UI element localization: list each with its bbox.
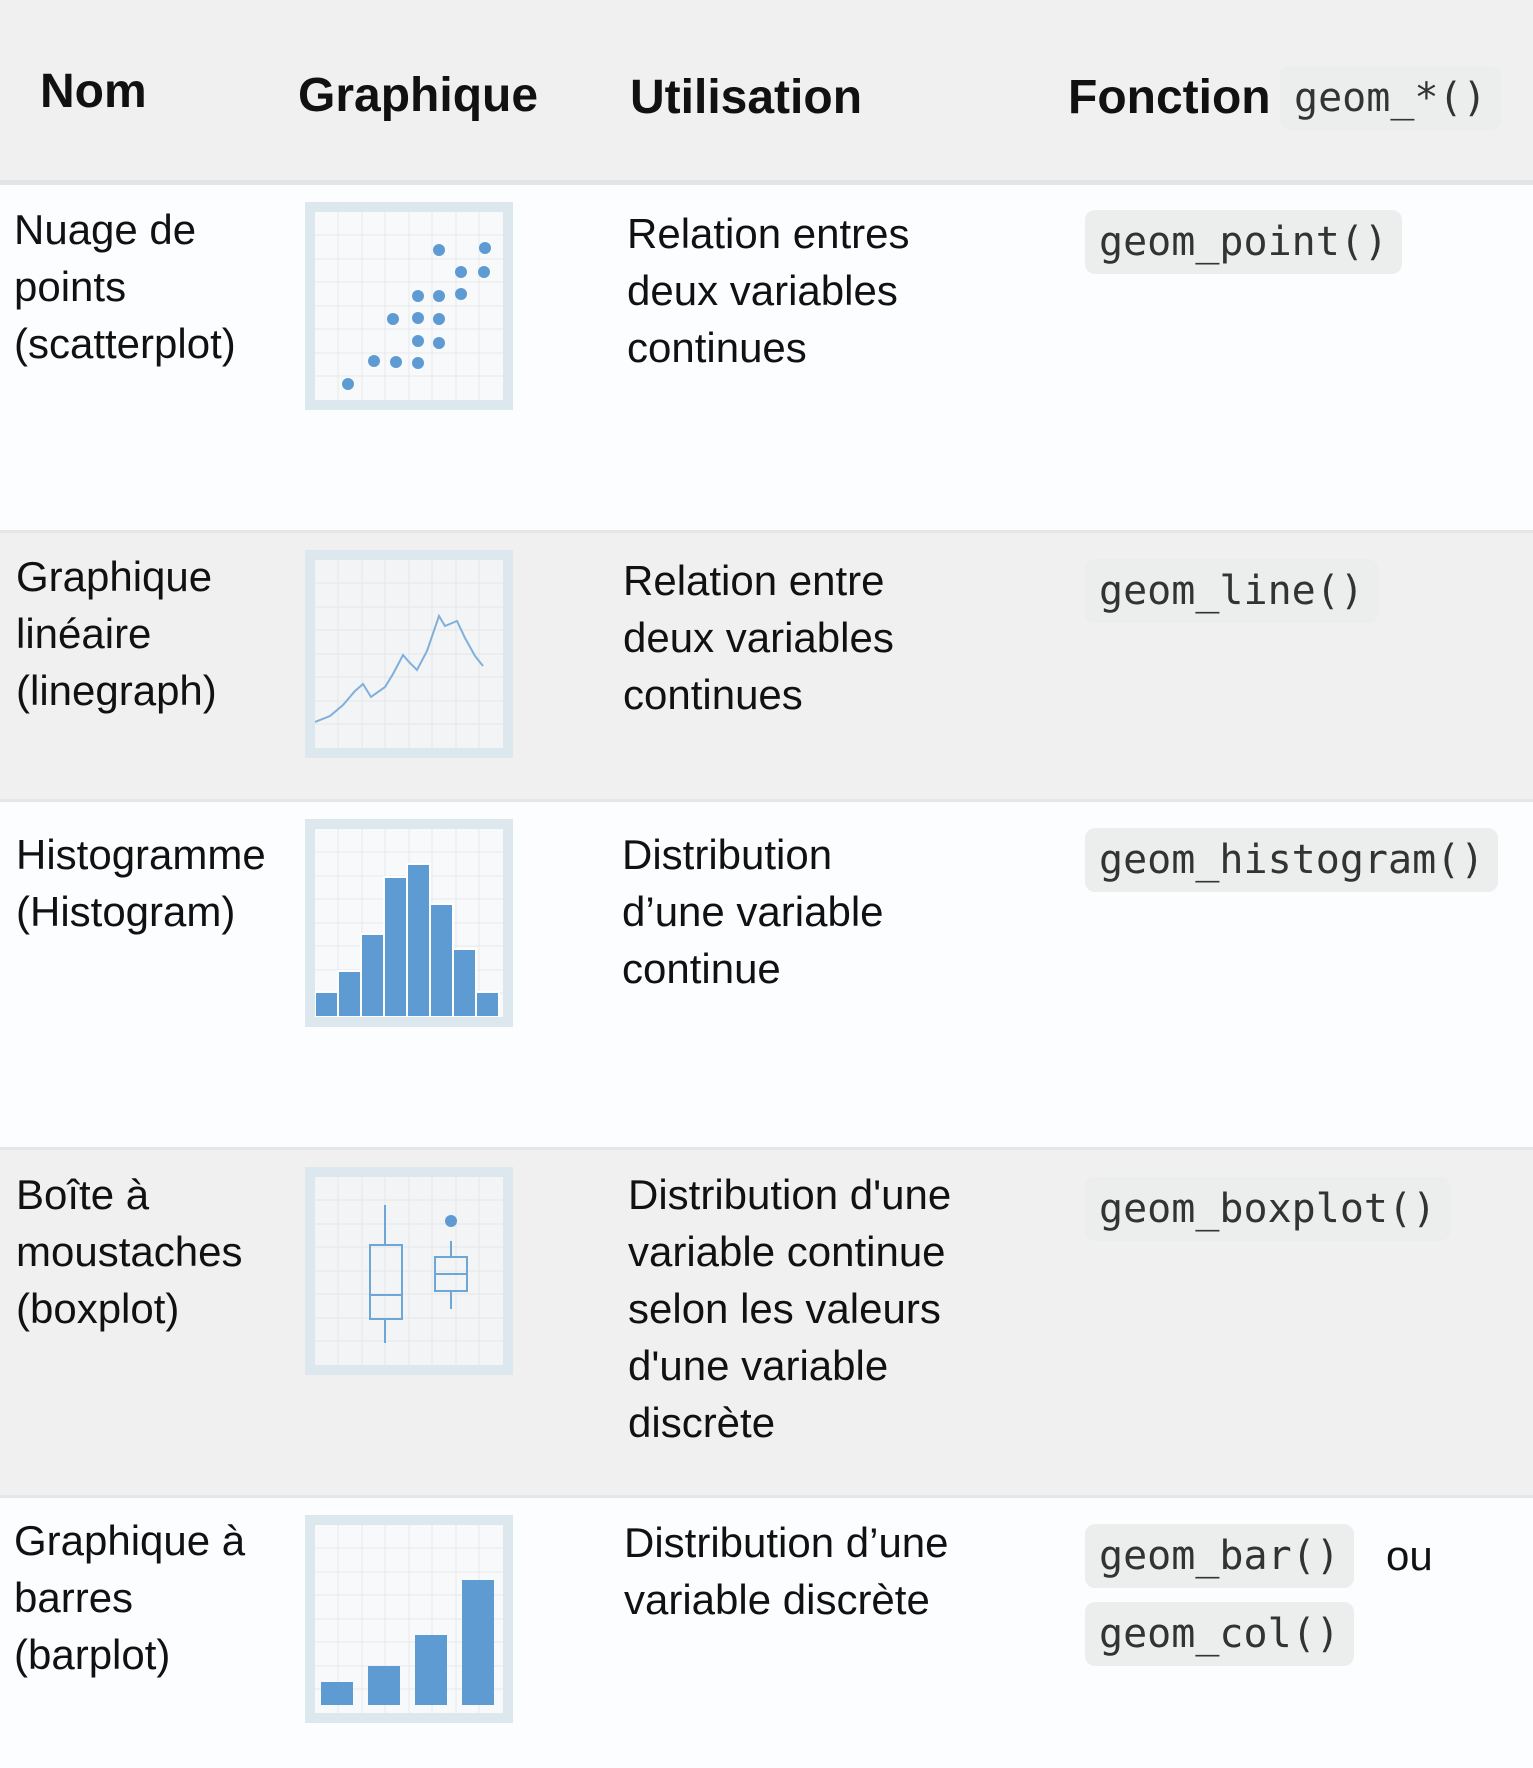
row-usage-line: variable discrète <box>624 1576 930 1623</box>
row-name: Boîte à moustaches (boxplot) <box>16 1166 242 1337</box>
row-usage-line: deux variables <box>627 267 898 314</box>
row-name-line: Boîte à <box>16 1171 150 1218</box>
row-name-line: (barplot) <box>14 1631 171 1678</box>
row-name: Histogramme (Histogram) <box>16 826 266 940</box>
row-name-line: Graphique à <box>14 1517 246 1564</box>
row-name-line: (boxplot) <box>16 1285 180 1332</box>
row-usage: Relation entres deux variables continues <box>627 205 910 376</box>
table-row-barplot: Graphique à barres (barplot) Distributio… <box>0 1498 1533 1768</box>
row-usage-line: continues <box>623 671 803 718</box>
table-row-histogram: Histogramme (Histogram) Distribution d’u… <box>0 802 1533 1150</box>
row-usage: Distribution d’une variable discrète <box>624 1514 949 1628</box>
table-header: Nom Graphique Utilisation Fonction geom_… <box>0 0 1533 185</box>
row-usage-line: d’une variable <box>622 888 884 935</box>
row-usage-line: discrète <box>628 1399 776 1446</box>
header-function-code: geom_*() <box>1280 66 1501 130</box>
row-name-line: (Histogram) <box>16 888 236 935</box>
row-name-line: points <box>14 263 127 310</box>
table-row-boxplot: Boîte à moustaches (boxplot) Distr <box>0 1150 1533 1498</box>
row-name-line: barres <box>14 1574 134 1621</box>
boxplot-icon <box>305 1167 513 1375</box>
row-name: Graphique à barres (barplot) <box>14 1512 245 1683</box>
row-usage: Distribution d’une variable continue <box>622 826 884 997</box>
scatterplot-icon <box>305 202 513 410</box>
row-name: Graphique linéaire (linegraph) <box>16 548 217 719</box>
row-usage-line: continues <box>627 324 807 371</box>
or-connector: ou <box>1386 1532 1433 1579</box>
row-usage-line: Relation entres <box>627 210 910 257</box>
row-name: Nuage de points (scatterplot) <box>14 201 236 372</box>
table-row-linegraph: Graphique linéaire (linegraph) Relation … <box>0 533 1533 802</box>
line-chart-icon <box>305 550 513 758</box>
row-name-line: Graphique <box>16 553 213 600</box>
row-usage-line: Relation entre <box>623 557 885 604</box>
header-function: Fonction <box>1068 71 1271 124</box>
row-name-line: Histogramme <box>16 831 266 878</box>
row-usage-line: Distribution d'une <box>628 1171 952 1218</box>
barplot-icon <box>305 1515 513 1723</box>
header-graph: Graphique <box>298 69 539 122</box>
header-usage: Utilisation <box>630 71 863 124</box>
row-name-line: Nuage de <box>14 206 197 253</box>
row-usage: Relation entre deux variables continues <box>623 552 894 723</box>
table-row-scatterplot: Nuage de points (scatterplot) Relation e… <box>0 185 1533 533</box>
row-usage: Distribution d'une variable continue sel… <box>628 1166 951 1451</box>
row-usage-line: variable continue <box>628 1228 946 1275</box>
histogram-icon <box>305 819 513 1027</box>
function-code: geom_line() <box>1085 559 1378 623</box>
header-name: Nom <box>40 65 147 118</box>
row-usage-line: d'une variable <box>628 1342 889 1389</box>
row-usage-line: selon les valeurs <box>628 1285 941 1332</box>
row-usage-line: Distribution <box>622 831 833 878</box>
row-name-line: moustaches <box>16 1228 243 1275</box>
row-usage-line: deux variables <box>623 614 894 661</box>
function-code: geom_boxplot() <box>1085 1177 1451 1241</box>
function-code-alt: geom_col() <box>1085 1602 1354 1666</box>
row-name-line: (scatterplot) <box>14 320 236 367</box>
function-code: geom_histogram() <box>1085 828 1499 892</box>
function-code: geom_bar() <box>1085 1524 1354 1588</box>
row-usage-line: continue <box>622 945 781 992</box>
row-name-line: (linegraph) <box>16 667 217 714</box>
function-code: geom_point() <box>1085 210 1402 274</box>
row-usage-line: Distribution d’une <box>624 1519 949 1566</box>
row-name-line: linéaire <box>16 610 152 657</box>
